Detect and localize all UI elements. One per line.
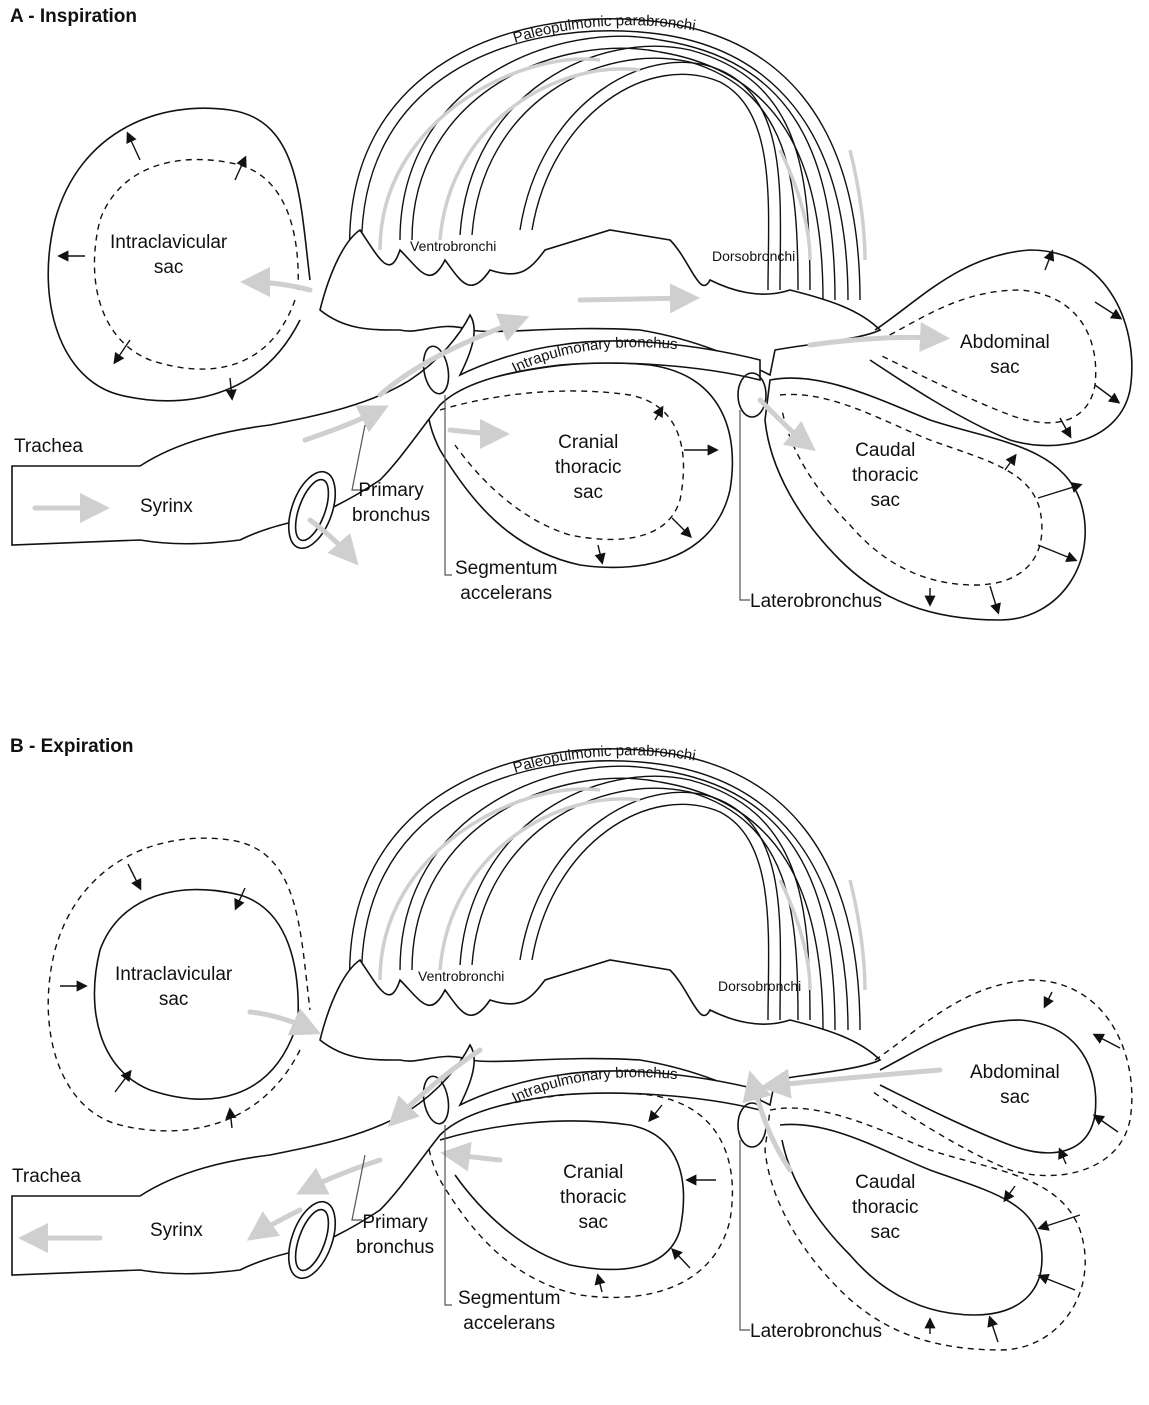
cranial-thoracic-sac-label: Cranial thoracic sac: [560, 1160, 627, 1235]
panel-inspiration: Paleopulmonic parabronchi Intrapulmonary…: [0, 0, 1149, 675]
trachea-label: Trachea: [12, 1164, 81, 1189]
caudal-thoracic-sac-wall: [765, 378, 1085, 620]
panel-expiration: Paleopulmonic parabronchi Intrapulmonary…: [0, 730, 1149, 1405]
panel-title: B - Expiration: [10, 736, 134, 758]
caudal-thoracic-sac-label: Caudal thoracic sac: [852, 1170, 919, 1245]
segmentum-accelerans-label: Segmentum accelerans: [455, 556, 557, 606]
segmentum-leader: [445, 395, 452, 575]
primary-bronchus-label: Primary bronchus: [352, 478, 430, 528]
intraclavicular-sac-label: Intraclavicular sac: [115, 962, 232, 1012]
ventrobronchi-label: Ventrobronchi: [418, 968, 504, 984]
laterobronchus-leader: [740, 1140, 750, 1330]
dorsobronchi-label: Dorsobronchi: [712, 248, 795, 264]
laterobronchus-label: Laterobronchus: [750, 1319, 882, 1344]
dorsobronchi-label: Dorsobronchi: [718, 978, 801, 994]
syrinx-label: Syrinx: [140, 494, 193, 519]
laterobronchus-leader: [740, 410, 750, 600]
panel-title: A - Inspiration: [10, 6, 137, 28]
intraclavicular-sac-label: Intraclavicular sac: [110, 230, 227, 280]
laterobronchus-ring: [738, 373, 766, 417]
caudal-thoracic-sac-wall: [765, 1108, 1085, 1350]
trachea-label: Trachea: [14, 434, 83, 459]
caudal-thoracic-sac-label: Caudal thoracic sac: [852, 438, 919, 513]
abdominal-sac-label: Abdominal sac: [960, 330, 1050, 380]
laterobronchus-label: Laterobronchus: [750, 589, 882, 614]
primary-bronchus-label: Primary bronchus: [356, 1210, 434, 1260]
segmentum-accelerans-label: Segmentum accelerans: [458, 1286, 560, 1336]
syrinx-label: Syrinx: [150, 1218, 203, 1243]
cranial-thoracic-sac-label: Cranial thoracic sac: [555, 430, 622, 505]
abdominal-sac-label: Abdominal sac: [970, 1060, 1060, 1110]
ventrobronchi-label: Ventrobronchi: [410, 238, 496, 254]
